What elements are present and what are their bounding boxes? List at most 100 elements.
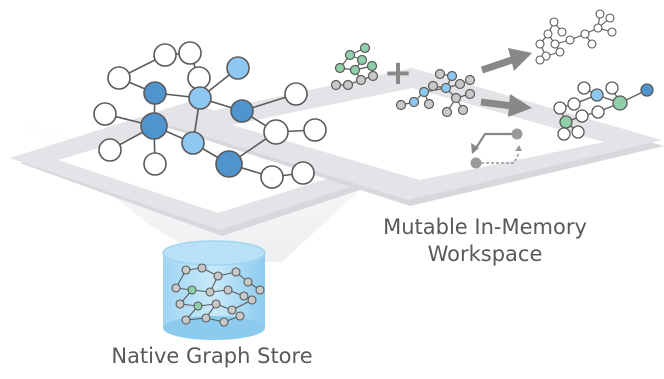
graph-node (188, 86, 212, 110)
graph-node (441, 106, 453, 118)
graph-node (593, 23, 603, 33)
input-graph-blue (395, 68, 476, 118)
graph-node (223, 285, 233, 295)
graph-node (201, 313, 211, 323)
graph-store-cylinder (162, 240, 266, 340)
graph-node (418, 86, 430, 98)
graph-node (227, 305, 237, 315)
graph-node (171, 283, 181, 293)
graph-node (640, 83, 654, 97)
graph-node (334, 62, 346, 74)
graph-node (535, 39, 545, 49)
graph-node (181, 315, 191, 325)
graph-node (446, 70, 458, 82)
graph-node (553, 101, 567, 115)
main-graph (93, 41, 327, 189)
graph-node (205, 287, 215, 297)
graph-node (247, 295, 257, 305)
graph-node (367, 70, 379, 82)
graph-node (408, 96, 420, 108)
platform-left-inner (58, 121, 348, 213)
result-graph-top (535, 9, 617, 65)
graph-node (575, 109, 589, 123)
graph-node (450, 92, 462, 104)
graph-node (356, 54, 368, 66)
stored-graph (171, 263, 265, 327)
graph-node (178, 41, 202, 65)
graph-node (213, 271, 223, 281)
graph-node (464, 88, 476, 100)
graph-node (231, 267, 241, 277)
graph-node (440, 82, 452, 94)
graph-node (255, 285, 265, 295)
graph-node (215, 150, 243, 178)
graph-node (427, 80, 439, 92)
graph-node (434, 68, 446, 80)
graph-node (330, 79, 342, 91)
graph-node (549, 17, 559, 27)
workspace-caption-line-1: Mutable In-Memory (383, 215, 587, 239)
graph-node (175, 299, 185, 309)
graph-node (355, 74, 367, 86)
graph-node (260, 165, 284, 189)
graph-node (98, 138, 122, 162)
graph-node (93, 102, 117, 126)
cylinder-top (162, 240, 266, 266)
graph-node (612, 95, 628, 111)
arrow-right-icon (480, 48, 532, 74)
graph-node (366, 60, 378, 72)
graph-node (550, 39, 560, 49)
graph-node (595, 9, 605, 19)
graph-node (605, 81, 619, 95)
graph-node (535, 55, 545, 65)
graph-node (143, 152, 167, 176)
graph-node (181, 265, 191, 275)
graph-node (219, 317, 229, 327)
graph-node (187, 285, 197, 295)
graph-node (107, 66, 131, 90)
graph-node (193, 301, 203, 311)
graph-node (559, 115, 573, 129)
graph-node (235, 311, 245, 321)
workspace-caption-line-2: Workspace (427, 242, 543, 266)
graph-node (571, 125, 585, 139)
plus-sign: + (384, 53, 413, 93)
update-cycle-icon (470, 128, 523, 169)
graph-node (197, 263, 207, 273)
graph-node (187, 66, 211, 90)
arrow-right-icon (480, 94, 532, 117)
workspace-caption: Mutable In-Memory Workspace (340, 214, 630, 268)
graph-node (590, 88, 604, 102)
graph-node (591, 105, 605, 119)
graph-node (344, 49, 356, 61)
graph-node (565, 35, 575, 45)
graph-node (605, 13, 615, 23)
graph-node (543, 29, 553, 39)
graph-node (587, 39, 597, 49)
graph-store-caption: Native Graph Store (111, 344, 313, 368)
graph-node (342, 79, 354, 91)
input-graph-green (330, 42, 379, 91)
graph-node (143, 81, 167, 105)
graph-node (577, 81, 591, 95)
graph-node (557, 127, 571, 141)
graph-node (140, 112, 168, 140)
graph-node (226, 56, 250, 80)
graph-node (243, 277, 253, 287)
graph-node (211, 299, 221, 309)
graph-node (555, 47, 565, 57)
graph-node (567, 97, 581, 111)
platform-right-inner (232, 88, 604, 180)
graph-node (181, 131, 205, 155)
graph-node (303, 118, 327, 142)
graph-node (395, 99, 407, 111)
graph-node (580, 29, 590, 39)
graph-node (464, 74, 476, 86)
graph-node (557, 27, 567, 37)
graph-node (284, 82, 308, 106)
graph-node (239, 291, 249, 301)
graph-node (230, 99, 254, 123)
graph-node (457, 104, 469, 116)
result-graph-bottom (553, 81, 654, 141)
